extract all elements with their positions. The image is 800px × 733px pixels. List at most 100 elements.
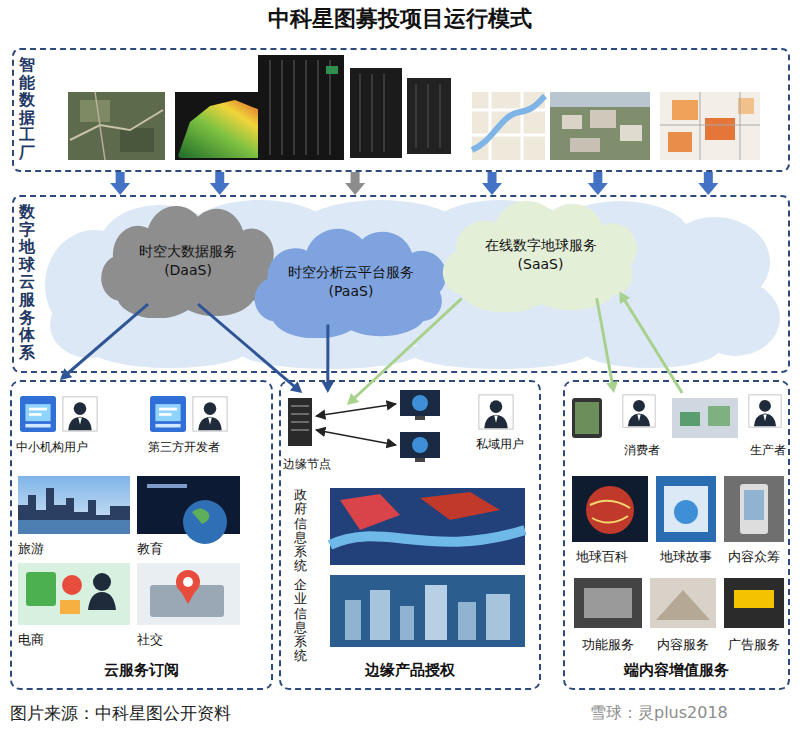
- user-icons: [63, 397, 97, 431]
- label-holder: 社交: [137, 629, 163, 649]
- crowdfunding-image: [744, 490, 764, 520]
- producer-icons: [672, 395, 781, 438]
- government-system-image: [420, 492, 500, 520]
- private-user-icon: [479, 395, 513, 429]
- map-image: [472, 96, 545, 150]
- aerial-image: [562, 115, 582, 129]
- enterprise-system-image: [345, 600, 361, 640]
- item-caption: 私域用户: [476, 437, 524, 451]
- label-holder: 旅游: [18, 538, 44, 558]
- edge-node-server: [288, 398, 312, 446]
- earth-encyclopedia-image: [586, 486, 634, 534]
- connector-arrow: [698, 172, 718, 195]
- edge-node-server: [288, 398, 312, 446]
- consumer-icons: [572, 395, 655, 438]
- consumer-node: 消费者: [568, 393, 660, 459]
- enterprise-system-image: [458, 602, 476, 640]
- map-image: [472, 92, 545, 160]
- producer-icons: [749, 395, 781, 427]
- map-image: [472, 92, 545, 160]
- function-service-image: [574, 578, 642, 628]
- item-caption: 电商: [18, 632, 44, 647]
- crowdfunding-image: [740, 484, 768, 534]
- private-user-icon: [479, 395, 513, 429]
- license-panel: 边缘产品授权边缘节点: [279, 380, 541, 690]
- aerial-image: [620, 125, 642, 141]
- map-image: [705, 118, 735, 140]
- server-racks: [258, 55, 451, 160]
- label-holder: 中小机构用户: [16, 436, 88, 456]
- government-system-image: [330, 488, 525, 565]
- band-heading: 数字地球云服务体系: [19, 203, 35, 361]
- enterprise-system-image: [330, 575, 525, 647]
- user-icons: [193, 397, 227, 431]
- panel-heading: 边缘产品授权: [365, 661, 455, 680]
- tourism-image: [18, 520, 130, 534]
- background-cloud: [410, 335, 590, 369]
- monitor-icons: [412, 395, 428, 411]
- item-caption: 地球故事: [660, 549, 712, 564]
- map-image: [660, 92, 760, 160]
- satellite-image: [70, 110, 163, 140]
- vertical-label: 政府信息系统: [294, 488, 307, 574]
- aerial-image: [550, 92, 650, 160]
- earth-encyclopedia-image: [590, 501, 630, 523]
- ad-service-image: [724, 578, 784, 628]
- label-holder: 内容服务: [657, 634, 709, 654]
- cloud-service-band: 数字地球云服务体系时空大数据服务 (DaaS)时空分析云平台服务 (PaaS)在…: [12, 195, 790, 373]
- cloud-label: 在线数字地球服务 (SaaS): [485, 236, 597, 274]
- user-icons: [150, 396, 186, 432]
- arrow-head: [606, 381, 618, 393]
- connector-line: [67, 304, 148, 374]
- item-caption: 教育: [137, 541, 163, 556]
- arrow-head: [345, 183, 365, 195]
- map-image: [660, 92, 760, 160]
- enterprise-system-image: [486, 594, 510, 640]
- content-service-image: [650, 578, 716, 628]
- cloud-shape: [443, 201, 637, 312]
- earth-story-image: [656, 476, 716, 542]
- arrow-head: [588, 183, 608, 195]
- arrow-head: [322, 382, 334, 393]
- label-holder: 雪球：灵plus2018: [590, 703, 728, 724]
- label-holder: 地球故事: [660, 546, 712, 566]
- crowdfunding-image: [724, 476, 784, 542]
- education-image: [147, 484, 187, 488]
- cloud-shape: [428, 198, 653, 312]
- label-holder: 地球百科: [576, 546, 628, 566]
- content-service-image: [656, 590, 710, 620]
- function-service-image: [574, 578, 642, 628]
- producer-node: 生产者: [668, 393, 786, 459]
- arrow-head: [619, 291, 630, 304]
- cloud-shape: [240, 226, 462, 338]
- background-cloud: [580, 328, 720, 368]
- ecommerce-image: [60, 600, 80, 614]
- arrow-head: [482, 183, 502, 195]
- ad-service-image: [734, 590, 774, 608]
- function-service-image: [584, 588, 632, 618]
- data-factory-band: 智能数据工厂: [12, 48, 790, 172]
- ecommerce-image: [26, 572, 56, 606]
- arrow-head: [698, 183, 718, 195]
- label-holder: 图片来源：中科星图公开资料: [10, 702, 231, 725]
- server-racks: [350, 68, 402, 158]
- map-image: [660, 92, 760, 160]
- education-image: [137, 476, 240, 544]
- item-caption: 第三方开发者: [148, 440, 220, 454]
- tourism-image: [18, 488, 130, 520]
- earth-story-image: [656, 476, 716, 542]
- enterprise-system-image: [330, 575, 525, 647]
- consumer-icons: [623, 395, 655, 427]
- label-holder: 广告服务: [728, 634, 780, 654]
- satellite-image: [68, 92, 165, 160]
- government-system-image: [330, 488, 525, 565]
- label-holder: 功能服务: [582, 634, 634, 654]
- cloud-label: 时空分析云平台服务 (PaaS): [288, 263, 414, 301]
- panel-heading: 端内容增值服务: [624, 661, 729, 680]
- satellite-image: [68, 92, 165, 160]
- arrow-head: [210, 183, 230, 195]
- tourism-image: [18, 476, 130, 534]
- connector-arrow: [345, 172, 365, 195]
- monitor-icons: [400, 390, 440, 416]
- map-image: [668, 132, 692, 152]
